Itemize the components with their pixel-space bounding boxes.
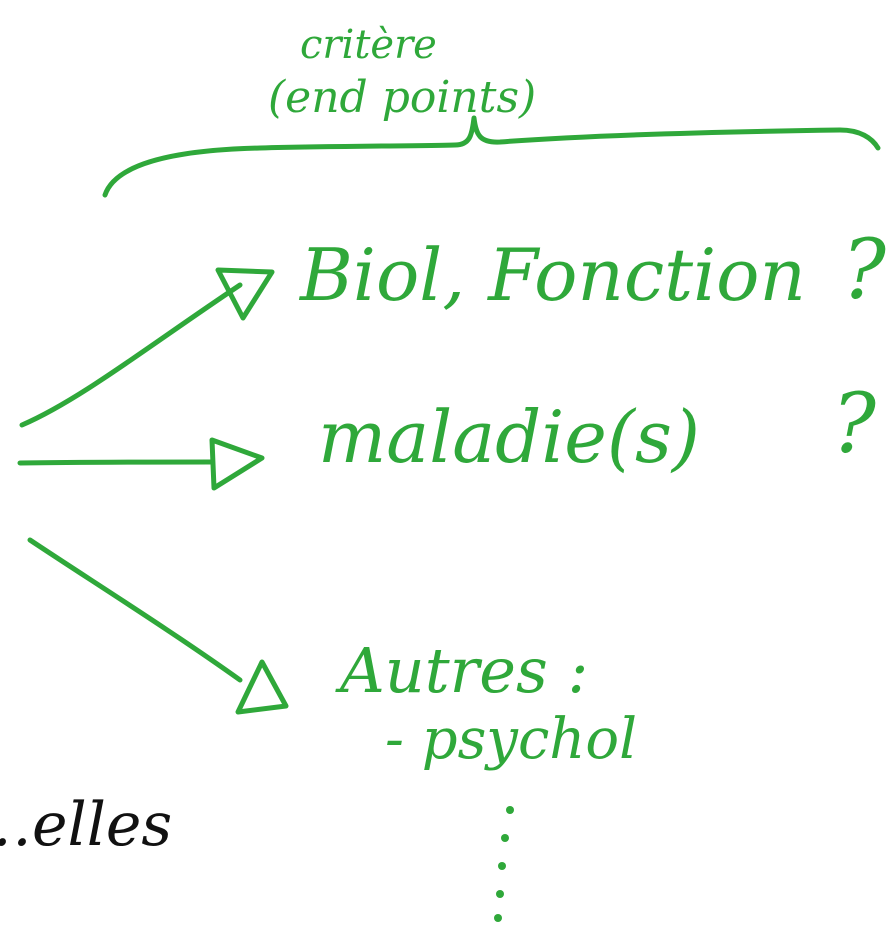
arrowhead-biol: [215, 267, 275, 321]
header-labels: critère (end points): [268, 22, 536, 123]
curly-brace: [102, 115, 881, 198]
arrow-line-autres: [27, 537, 243, 683]
item-biol: Biol, Fonction ?: [298, 223, 887, 318]
item-biol-question-mark: ?: [842, 223, 887, 318]
item-maladie-label: maladie(s): [318, 395, 700, 479]
cropped-word-fragment: …elles: [0, 790, 172, 860]
item-maladie-question-mark: ?: [832, 377, 877, 472]
item-biol-label: Biol, Fonction: [298, 233, 806, 317]
item-maladie: maladie(s) ?: [318, 377, 877, 479]
header-endpoints-label: (end points): [268, 72, 536, 123]
item-autres: Autres : - psychol: [335, 634, 637, 772]
arrowhead-maladie: [209, 437, 265, 491]
item-autres-sub-label: - psychol: [385, 707, 637, 772]
arrowhead-autres: [235, 659, 289, 715]
arrow-line-biol: [19, 282, 243, 428]
arrow-line-maladie: [17, 459, 215, 466]
item-autres-label: Autres :: [335, 634, 588, 707]
header-criteria-label: critère: [300, 22, 437, 68]
continuation-dots: [494, 806, 514, 922]
